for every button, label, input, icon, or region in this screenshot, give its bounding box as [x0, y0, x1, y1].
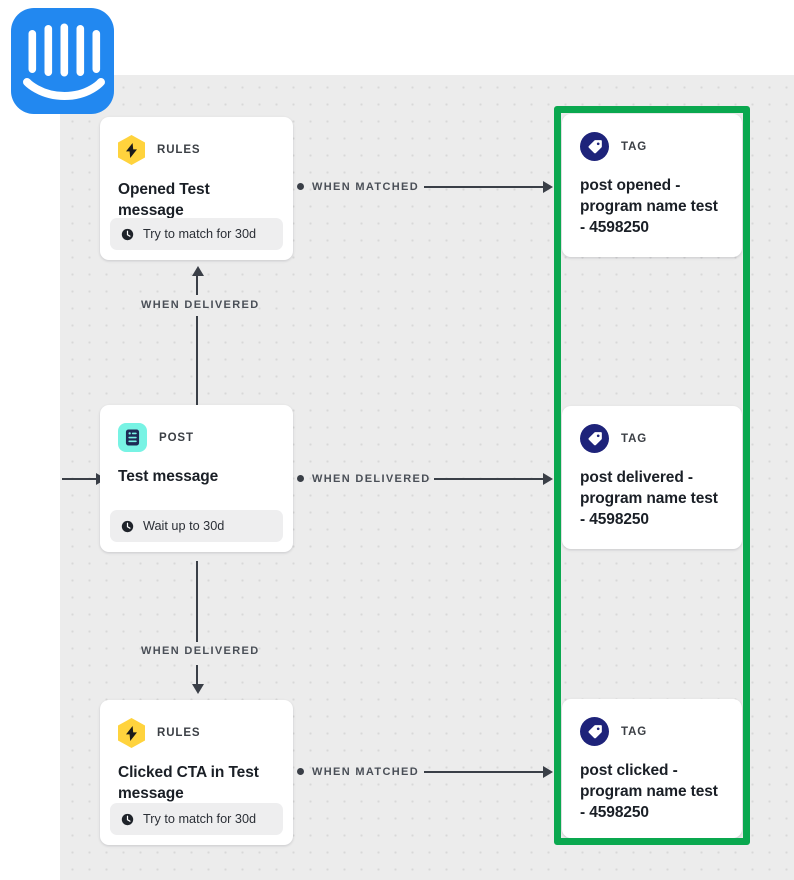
- intercom-logo: [11, 8, 114, 114]
- connector-arrowhead: [543, 766, 553, 778]
- node-title: post delivered - program name test - 459…: [580, 469, 718, 528]
- connector-arrowhead: [192, 684, 204, 694]
- node-title: Test message: [118, 468, 219, 485]
- connector-line: [196, 665, 198, 687]
- node-tag-post-clicked[interactable]: TAG post clicked - program name test - 4…: [562, 699, 742, 838]
- node-header: POST: [100, 405, 293, 452]
- node-header: RULES: [100, 700, 293, 748]
- connector-label-when-delivered-up: WHEN DELIVERED: [141, 299, 260, 311]
- node-kind-label: TAG: [621, 432, 648, 445]
- entry-connector-line: [62, 478, 100, 480]
- node-rules-clicked-cta[interactable]: RULES Clicked CTA in Test message Try to…: [100, 700, 293, 845]
- node-title: Opened Test message: [118, 181, 210, 219]
- bolt-icon: [118, 135, 145, 165]
- clock-icon: [121, 520, 134, 533]
- connector-arrowhead: [192, 266, 204, 276]
- node-footer-chip: Wait up to 30d: [110, 510, 283, 542]
- tag-icon: [580, 717, 609, 746]
- connector-arrowhead: [543, 473, 553, 485]
- clock-icon: [121, 813, 134, 826]
- bolt-icon: [118, 718, 145, 748]
- tag-icon: [580, 424, 609, 453]
- node-kind-label: RULES: [157, 144, 201, 156]
- node-header: RULES: [100, 117, 293, 165]
- connector-line: [196, 275, 198, 295]
- connector-start-dot: [297, 183, 304, 190]
- node-header: TAG: [562, 114, 742, 161]
- connector-arrowhead: [543, 181, 553, 193]
- node-kind-label: TAG: [621, 725, 648, 738]
- node-footer-label: Try to match for 30d: [143, 227, 257, 241]
- node-title: post opened - program name test - 459825…: [580, 177, 718, 236]
- connector-start-dot: [297, 768, 304, 775]
- node-footer-chip: Try to match for 30d: [110, 218, 283, 250]
- connector-label-when-matched-bottom: WHEN MATCHED: [312, 766, 420, 778]
- node-kind-label: TAG: [621, 140, 648, 153]
- node-footer-label: Wait up to 30d: [143, 519, 225, 533]
- node-kind-label: POST: [159, 431, 194, 444]
- clock-icon: [121, 228, 134, 241]
- connector-label-when-matched-top: WHEN MATCHED: [312, 181, 420, 193]
- node-header: TAG: [562, 406, 742, 453]
- node-tag-post-opened[interactable]: TAG post opened - program name test - 45…: [562, 114, 742, 257]
- connector-line: [424, 771, 546, 773]
- node-post-test-message[interactable]: POST Test message Wait up to 30d: [100, 405, 293, 552]
- node-footer-chip: Try to match for 30d: [110, 803, 283, 835]
- connector-line: [434, 478, 546, 480]
- connector-label-when-delivered-down: WHEN DELIVERED: [141, 645, 260, 657]
- node-footer-label: Try to match for 30d: [143, 812, 257, 826]
- connector-label-when-delivered-mid: WHEN DELIVERED: [312, 473, 431, 485]
- tag-icon: [580, 132, 609, 161]
- node-rules-opened[interactable]: RULES Opened Test message Try to match f…: [100, 117, 293, 260]
- post-document-icon: [118, 423, 147, 452]
- node-title: post clicked - program name test - 45982…: [580, 762, 718, 821]
- connector-line: [424, 186, 546, 188]
- node-kind-label: RULES: [157, 727, 201, 739]
- connector-start-dot: [297, 475, 304, 482]
- node-title: Clicked CTA in Test message: [118, 764, 259, 802]
- connector-line: [196, 561, 198, 642]
- node-header: TAG: [562, 699, 742, 746]
- connector-line: [196, 316, 198, 405]
- node-tag-post-delivered[interactable]: TAG post delivered - program name test -…: [562, 406, 742, 549]
